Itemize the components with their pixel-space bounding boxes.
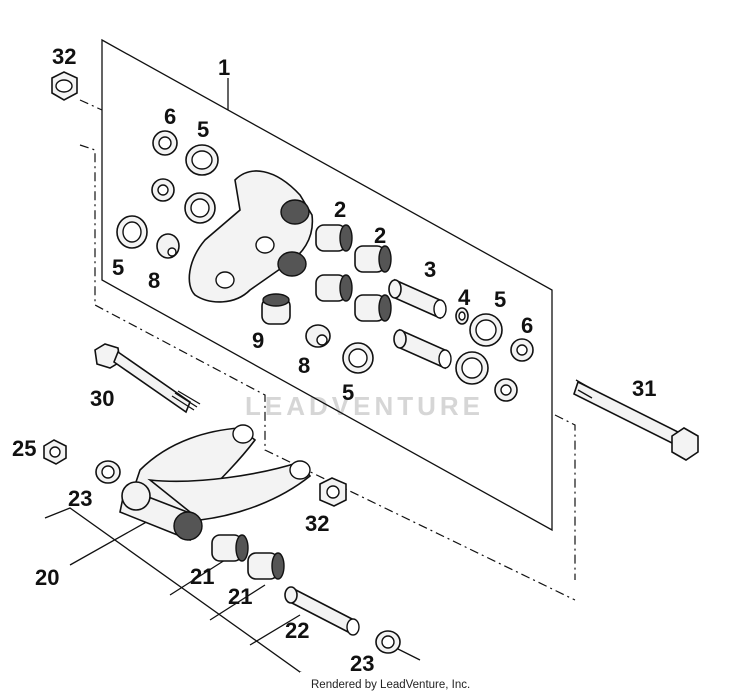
sleeve-3a xyxy=(388,278,447,320)
sleeve-22 xyxy=(284,586,360,636)
callout-8-left: 8 xyxy=(148,268,160,293)
callout-23-bottom: 23 xyxy=(350,651,374,676)
seal-5-right-bottom xyxy=(455,351,489,385)
seal-6-mid xyxy=(151,178,175,202)
bearing-21b xyxy=(247,552,285,580)
callout-3: 3 xyxy=(424,257,436,282)
group-outline-right xyxy=(554,414,576,580)
seal-5-top xyxy=(185,144,219,176)
seal-6-right-bottom xyxy=(494,378,518,402)
seal-5-left xyxy=(116,215,148,249)
pivot-link-20 xyxy=(119,424,312,542)
callout-20: 20 xyxy=(35,565,59,590)
callout-21a: 21 xyxy=(190,564,214,589)
group-outline-lower xyxy=(79,144,576,601)
callout-5-top: 5 xyxy=(197,117,209,142)
bolt-30 xyxy=(94,343,201,414)
callout-23-left: 23 xyxy=(68,486,92,511)
spacer-8-center xyxy=(305,324,331,348)
callout-5-right: 5 xyxy=(494,287,506,312)
callout-9: 9 xyxy=(252,328,264,353)
nut-32-lower xyxy=(319,477,347,507)
seal-5-mid xyxy=(184,192,216,224)
callout-30: 30 xyxy=(90,386,114,411)
bearing-21a xyxy=(211,534,249,562)
rocker-arm xyxy=(188,170,314,303)
leader-22 xyxy=(249,614,301,646)
callout-32-top: 32 xyxy=(52,44,76,69)
nut-25 xyxy=(43,439,67,465)
callout-31: 31 xyxy=(632,376,656,401)
washer-4 xyxy=(455,307,469,325)
seal-5-center xyxy=(342,342,374,374)
leader-21b xyxy=(209,584,266,621)
bushing-9 xyxy=(261,293,291,325)
footer-credit: Rendered by LeadVenture, Inc. xyxy=(311,679,470,691)
washer-23-lower xyxy=(375,630,401,654)
spacer-8-left xyxy=(156,233,180,259)
guide-line-32 xyxy=(79,99,103,111)
callout-25: 25 xyxy=(12,436,36,461)
seal-6-right-top xyxy=(510,338,534,362)
callout-2a: 2 xyxy=(334,197,346,222)
callout-4: 4 xyxy=(458,285,471,310)
nut-32-top xyxy=(51,71,78,101)
bearing-2c xyxy=(315,274,353,302)
callout-32-lower: 32 xyxy=(305,511,329,536)
bolt-31 xyxy=(573,379,699,461)
footer-background xyxy=(300,672,470,693)
seal-6-top xyxy=(152,130,178,156)
callout-21b: 21 xyxy=(228,584,252,609)
callout-6-top: 6 xyxy=(164,104,176,129)
seal-5-right-top xyxy=(469,313,503,347)
watermark-text: LEADVENTURE xyxy=(245,391,484,421)
bearing-2b xyxy=(354,245,392,273)
bearing-2a xyxy=(315,224,353,252)
callout-2b: 2 xyxy=(374,223,386,248)
washer-23-left xyxy=(95,460,121,484)
callout-1: 1 xyxy=(218,55,230,80)
bearing-2d xyxy=(354,294,392,322)
callout-22: 22 xyxy=(285,618,309,643)
callout-8-center: 8 xyxy=(298,353,310,378)
assembly-panel xyxy=(101,38,553,532)
leader-21a xyxy=(169,559,226,596)
callout-5-left: 5 xyxy=(112,255,124,280)
sleeve-3b xyxy=(393,328,452,370)
leader-20 xyxy=(69,519,151,566)
callout-6-right: 6 xyxy=(521,313,533,338)
callout-5-center: 5 xyxy=(342,380,354,405)
